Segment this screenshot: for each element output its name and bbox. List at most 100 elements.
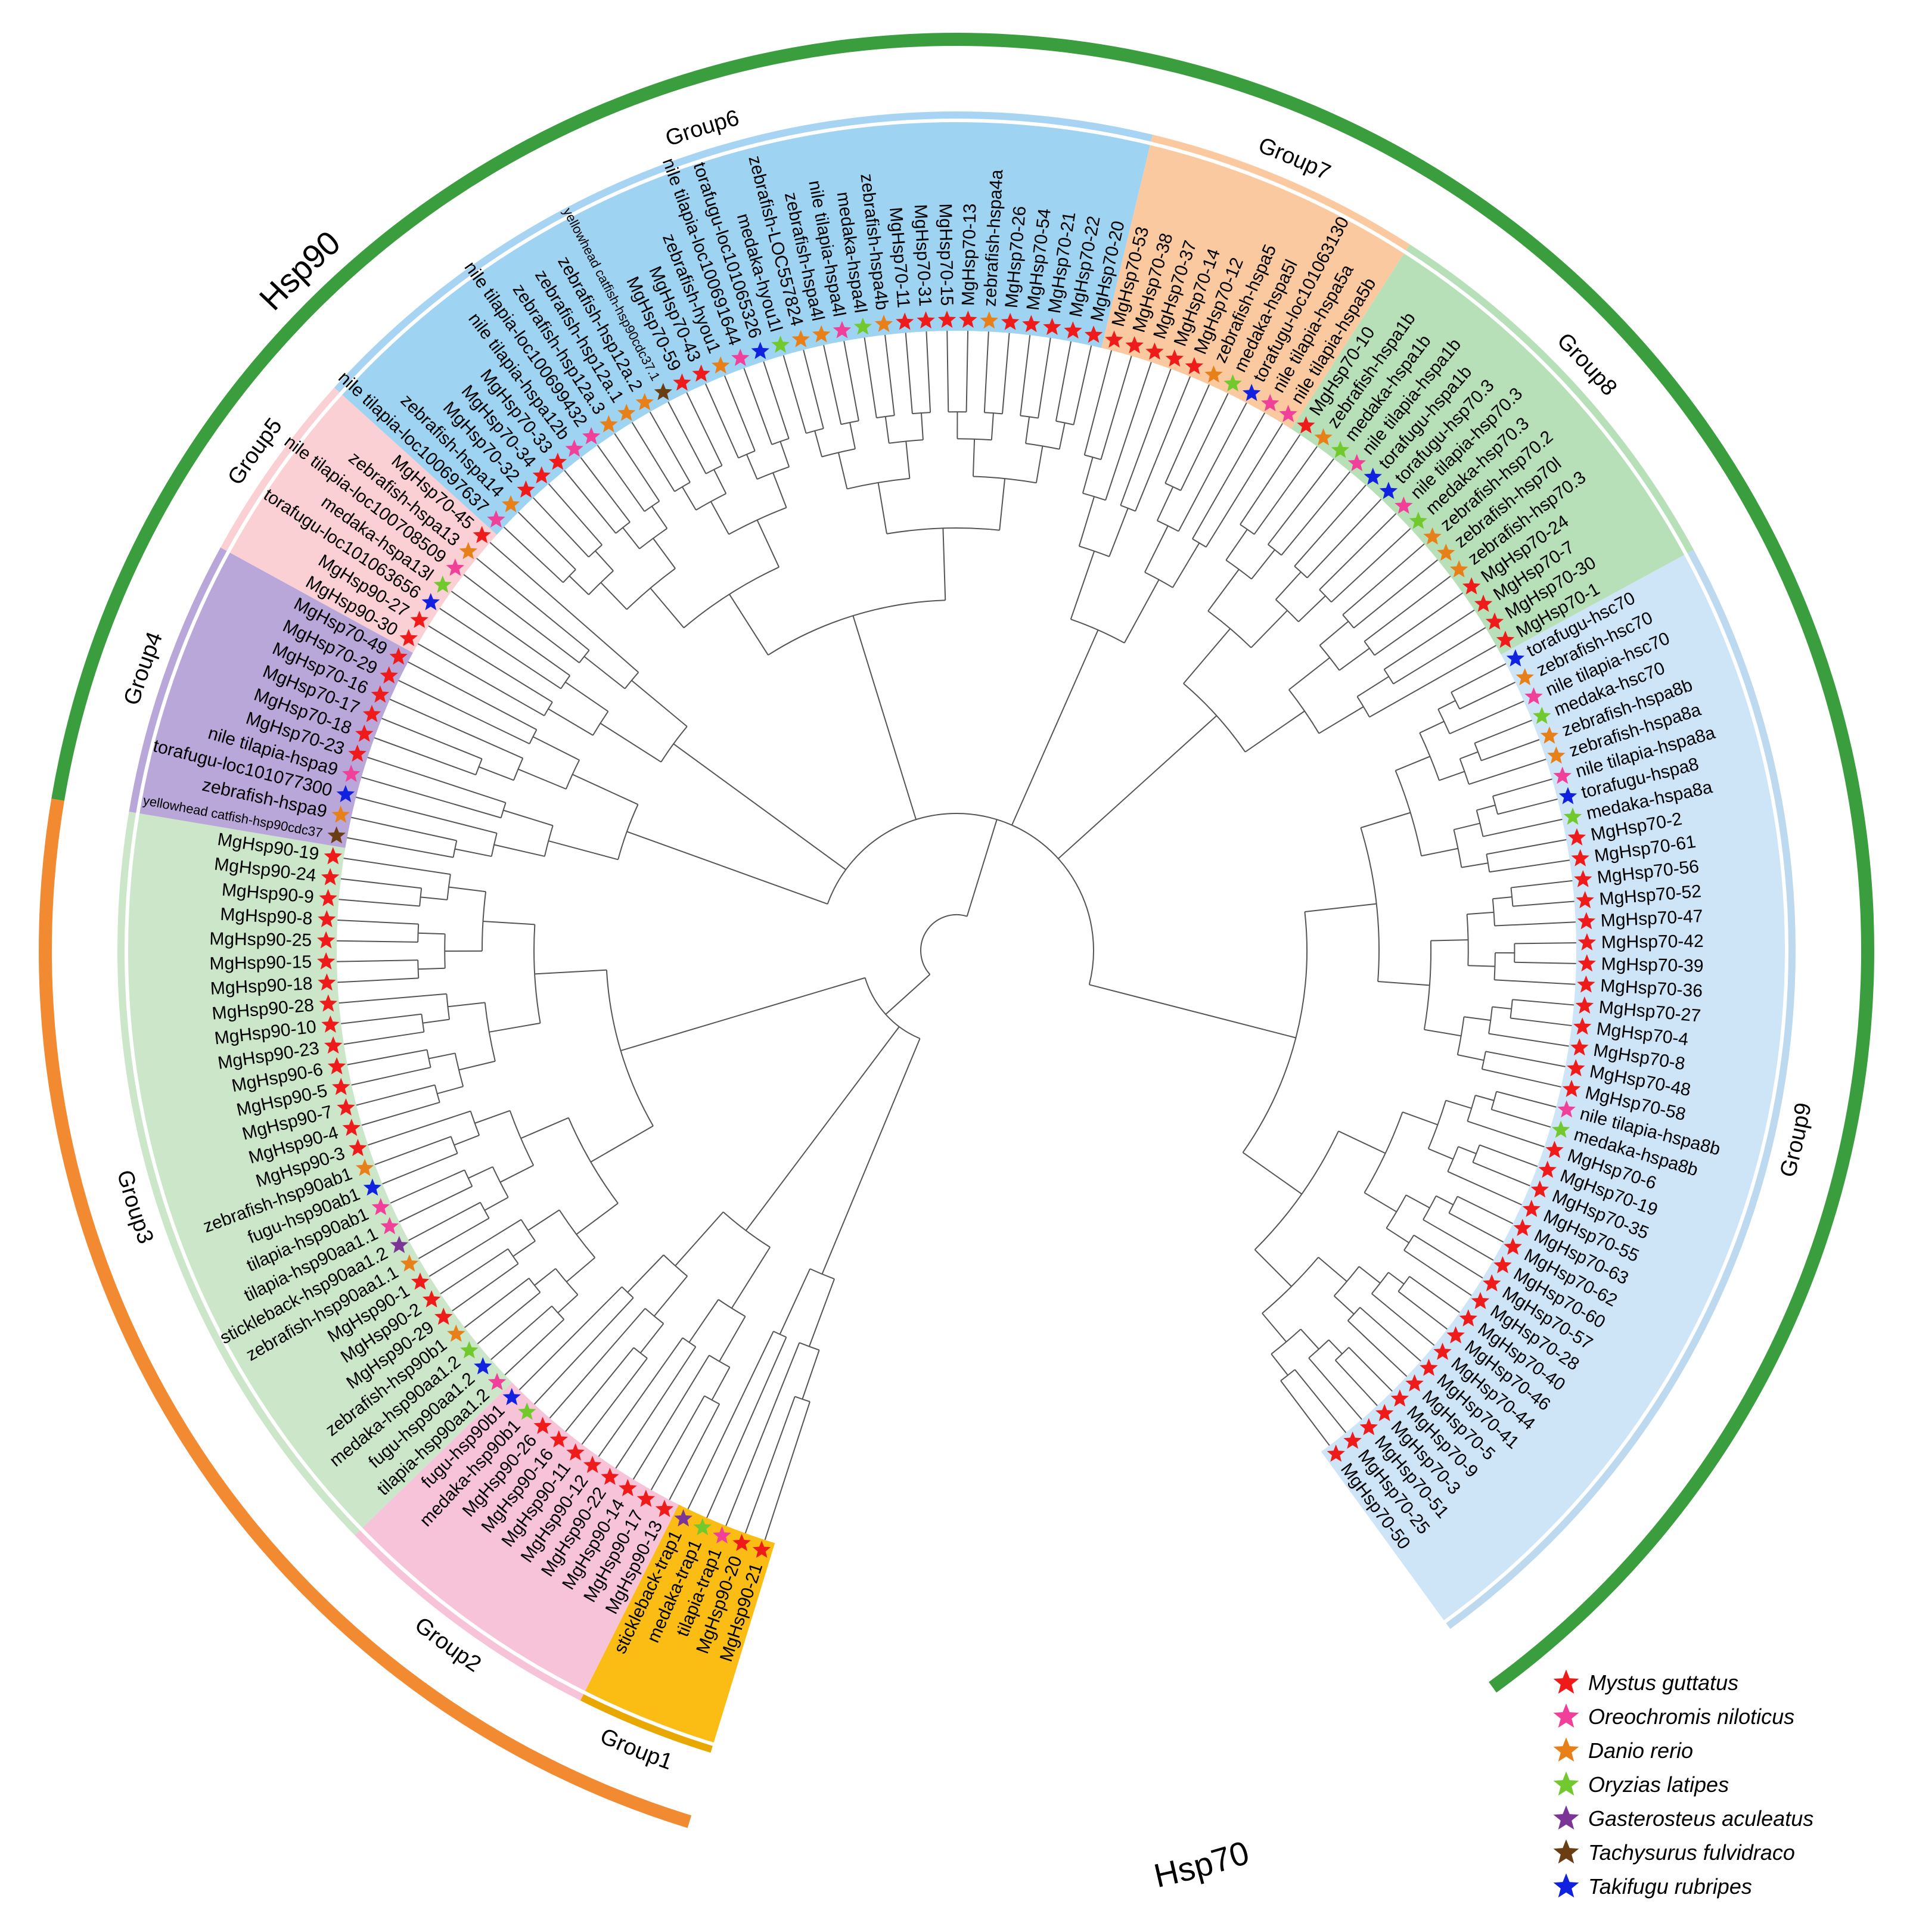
species-star — [324, 847, 343, 865]
branch-line — [814, 430, 823, 457]
group-ring — [334, 111, 1153, 393]
species-star — [327, 1057, 346, 1074]
branch-line — [356, 796, 497, 834]
branch-line — [772, 472, 787, 508]
branch-line — [779, 1268, 811, 1335]
branch-arc — [1398, 1276, 1410, 1292]
branch-line — [1070, 551, 1095, 620]
branch-line — [614, 433, 660, 502]
species-star — [1433, 1343, 1452, 1360]
branch-line — [361, 776, 501, 819]
species-star — [1533, 706, 1551, 724]
species-star — [321, 1015, 340, 1033]
branch-arc — [806, 428, 824, 434]
branch-line — [821, 1181, 861, 1275]
branch-line — [428, 625, 553, 703]
species-star — [1437, 543, 1455, 561]
branch-line — [1512, 999, 1575, 1006]
branch-line — [1198, 1012, 1296, 1039]
branch-line — [1305, 903, 1377, 913]
group-wedges — [128, 122, 1785, 1742]
branch-line — [583, 656, 626, 689]
branch-line — [468, 1166, 493, 1179]
branch-line — [746, 454, 758, 480]
branch-line — [1514, 961, 1576, 964]
branch-line — [1359, 1307, 1421, 1362]
branch-line — [1183, 628, 1231, 684]
branch-line — [368, 1110, 471, 1146]
species-star — [337, 1098, 355, 1116]
branch-arc — [1403, 1235, 1415, 1251]
branch-line — [1369, 645, 1496, 718]
branch-line — [1513, 900, 1575, 907]
species-star — [1530, 1180, 1549, 1198]
branch-line — [1374, 592, 1463, 656]
branch-line — [455, 848, 492, 858]
branch-line — [669, 1403, 721, 1501]
species-star — [566, 1443, 585, 1461]
branch-line — [1254, 1249, 1292, 1287]
species-star — [692, 364, 710, 382]
branch-line — [408, 661, 537, 731]
species-star — [1223, 374, 1242, 392]
branch-line — [1459, 681, 1516, 710]
species-star — [1423, 527, 1442, 545]
branch-line — [754, 802, 846, 871]
branch-line — [1361, 812, 1411, 828]
leaf-label: MgHsp70-47 — [1600, 906, 1703, 931]
branch-arc — [1453, 829, 1462, 868]
leaf-label: MgHsp70-13 — [958, 203, 980, 306]
family-label: Hsp90 — [251, 223, 347, 317]
species-star — [1558, 787, 1577, 805]
species-star — [518, 1402, 536, 1420]
branch-line — [946, 331, 949, 412]
branch-line — [1105, 362, 1152, 501]
branch-line — [1454, 822, 1480, 831]
species-star — [1504, 1237, 1522, 1255]
branch-arc — [1386, 1194, 1407, 1229]
species-star — [1331, 440, 1350, 458]
species-star — [713, 1526, 731, 1544]
branch-line — [351, 1067, 431, 1086]
leaf-label: MgHsp70-15 — [936, 203, 957, 306]
species-star — [1496, 630, 1515, 648]
species-star — [1043, 318, 1061, 336]
branch-line — [356, 1084, 435, 1106]
branch-line — [966, 819, 998, 917]
legend-item: Mystus guttatus — [1552, 1666, 1904, 1700]
legend-label: Mystus guttatus — [1588, 1670, 1739, 1695]
branch-line — [1123, 579, 1160, 644]
branch-line — [756, 520, 780, 568]
branch-arc — [1319, 645, 1340, 671]
branch-arc — [1467, 1095, 1476, 1122]
branch-line — [1479, 1144, 1538, 1167]
species-star — [1327, 1444, 1345, 1462]
branch-line — [1240, 434, 1301, 525]
branch-line — [595, 550, 614, 571]
branch-line — [347, 837, 454, 858]
branch-line — [1055, 341, 1072, 421]
branch-line — [399, 1185, 473, 1223]
branch-line — [1002, 333, 1010, 414]
species-star — [636, 1489, 656, 1507]
branch-arc — [1474, 743, 1482, 761]
branch-arc — [1427, 1100, 1447, 1149]
species-star — [917, 311, 935, 329]
branch-arc — [674, 482, 691, 492]
branch-line — [440, 1248, 508, 1294]
branch-line — [439, 608, 561, 689]
branch-line — [1281, 471, 1351, 556]
branch-line — [374, 737, 476, 776]
species-star — [896, 312, 914, 330]
branch-line — [999, 478, 1006, 530]
species-star — [410, 610, 428, 628]
branch-line — [1358, 1266, 1381, 1284]
branch-line — [632, 1355, 710, 1480]
species-star — [331, 805, 350, 823]
branch-line — [1491, 1108, 1551, 1128]
star-icon — [1553, 1838, 1579, 1863]
branch-arc — [706, 465, 722, 474]
branch-line — [877, 482, 887, 534]
branch-line — [627, 1254, 664, 1293]
branch-line — [1225, 529, 1248, 561]
